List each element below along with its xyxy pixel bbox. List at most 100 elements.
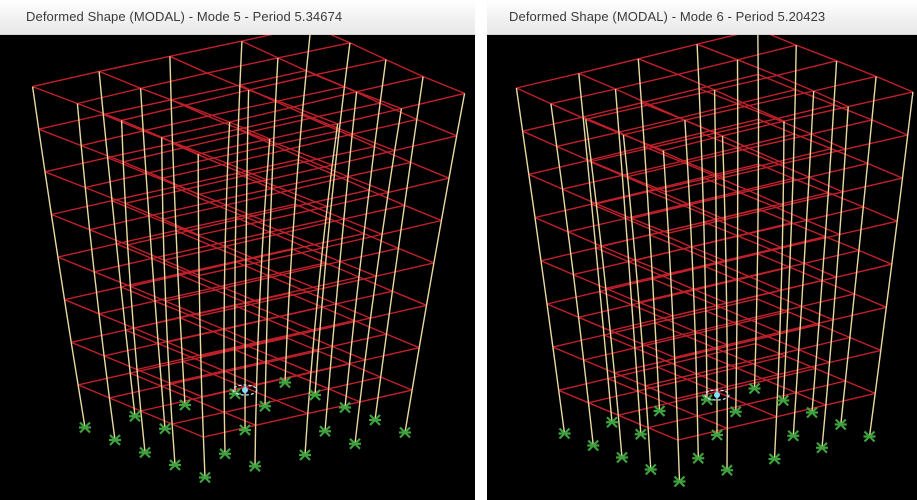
beam-line [174, 172, 238, 188]
column-line [561, 189, 569, 232]
beam-line [801, 293, 855, 308]
column-line [347, 134, 353, 177]
beam-line [747, 360, 779, 376]
beam-line [121, 104, 186, 122]
beam-line [607, 366, 658, 380]
column-line [339, 218, 345, 262]
beam-line [287, 190, 328, 208]
column-line [175, 230, 179, 275]
beam-line [44, 156, 108, 173]
beam-line [596, 189, 657, 205]
beam-line [343, 218, 383, 235]
view-titlebar[interactable]: Deformed Shape (MODAL) - Mode 6 - Period… [487, 0, 917, 35]
column-line [124, 203, 129, 245]
column-line [284, 337, 288, 383]
beam-line [339, 247, 399, 263]
beam-line [410, 161, 450, 179]
modal-view-mode-5[interactable]: Deformed Shape (MODAL) - Mode 5 - Period… [0, 0, 475, 500]
beam-line [306, 203, 345, 220]
beam-line [380, 376, 413, 391]
beam-line [224, 274, 283, 289]
beam-line [171, 423, 204, 438]
fixed-support-icon [339, 401, 351, 414]
beam-line [111, 186, 175, 202]
beam-line [573, 273, 607, 290]
column-line [31, 86, 40, 130]
beam-line [771, 235, 826, 251]
beam-line [130, 360, 183, 374]
column-line [800, 263, 805, 307]
beam-line [829, 349, 881, 364]
beam-line [347, 175, 389, 194]
beam-line [746, 392, 797, 405]
column-line [613, 372, 619, 416]
beam-line [578, 72, 616, 90]
column-line [651, 278, 656, 323]
beam-line [813, 75, 877, 92]
beam-line [140, 410, 173, 425]
fixed-support-icon [863, 430, 876, 443]
column-line [675, 398, 679, 441]
beam-line [172, 128, 239, 145]
beam-line [546, 303, 579, 318]
beam-line [57, 256, 95, 273]
beam-line [591, 190, 648, 205]
column-line [866, 119, 873, 164]
beam-line [875, 75, 914, 93]
3d-model-viewport[interactable] [0, 35, 475, 500]
beam-line [234, 349, 267, 364]
column-line [88, 229, 95, 272]
beam-line [808, 162, 868, 178]
beam-line [224, 411, 256, 426]
column-line [266, 138, 271, 180]
beam-line [125, 329, 159, 345]
beam-line [663, 317, 696, 333]
beam-line [246, 160, 310, 176]
column-line [157, 343, 163, 387]
beam-line [603, 334, 636, 349]
beam-line [770, 248, 805, 265]
column-line [585, 119, 592, 162]
beam-line [737, 88, 796, 105]
beam-line [758, 163, 794, 180]
view-titlebar[interactable]: Deformed Shape (MODAL) - Mode 5 - Period… [0, 0, 475, 35]
beam-line [289, 148, 333, 166]
column-line [662, 150, 667, 192]
beam-line [696, 360, 748, 375]
beam-line [801, 305, 834, 321]
beam-line [522, 130, 557, 148]
beam-line [644, 146, 682, 163]
beam-line [686, 367, 737, 381]
beam-line [672, 302, 727, 317]
beam-line [238, 114, 303, 130]
beam-line [677, 59, 738, 76]
column-line [515, 87, 524, 132]
column-line [324, 388, 330, 432]
beam-line [694, 330, 728, 346]
beam-line [130, 285, 166, 302]
beam-line [307, 401, 361, 415]
beam-line [836, 263, 892, 278]
column-line [787, 267, 791, 312]
fixed-support-icon [644, 463, 657, 476]
column-line [202, 437, 206, 478]
column-line [354, 401, 361, 444]
frame-structure-drawing [515, 35, 914, 488]
beam-line [622, 160, 681, 176]
beam-line [714, 89, 750, 107]
modal-view-mode-6[interactable]: Deformed Shape (MODAL) - Mode 6 - Period… [487, 0, 917, 500]
column-line [272, 101, 277, 146]
column-line [582, 359, 590, 403]
column-line [780, 247, 783, 291]
beam-line [284, 218, 345, 234]
beam-line [224, 287, 260, 304]
column-line [656, 366, 661, 412]
beam-line [321, 306, 355, 322]
beam-line [200, 342, 259, 357]
column-line [735, 323, 738, 368]
beam-line [748, 219, 807, 235]
beam-line [241, 35, 273, 42]
beam-line [772, 205, 807, 221]
3d-model-viewport[interactable] [487, 35, 917, 500]
beam-line [684, 119, 723, 137]
